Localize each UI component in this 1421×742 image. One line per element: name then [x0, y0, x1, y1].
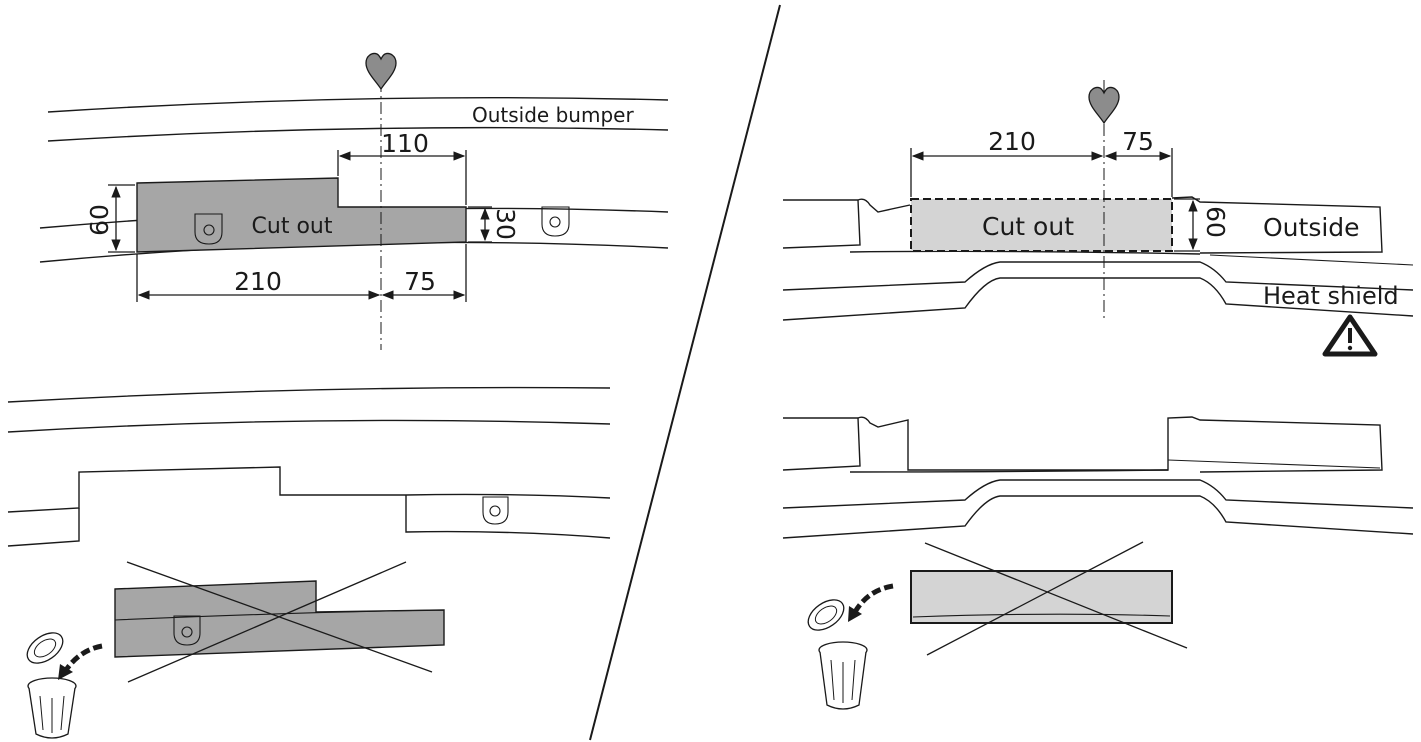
cutout-part — [136, 177, 467, 253]
clip-tab-right — [541, 206, 570, 237]
heat-shield-label: Heat shield — [1263, 282, 1399, 310]
trash-bin-icon — [26, 632, 77, 739]
right-top-section: 210 75 60 Cut out Outside Heat shield — [782, 80, 1414, 357]
cut-bumper-left — [7, 508, 80, 547]
heart-icon — [365, 52, 397, 91]
bumper-line-bottom-1 — [7, 386, 611, 403]
bumper-outer-line-1 — [47, 97, 669, 113]
clip-hole — [203, 224, 215, 236]
outside-profile-left-2 — [782, 199, 861, 249]
trash-bin-icon — [807, 599, 868, 710]
clip-hole-bottom — [489, 505, 501, 517]
bumper-line-bottom-2 — [7, 419, 611, 433]
dimension-75-label: 75 — [404, 267, 436, 296]
dimension-210-right-label: 210 — [988, 127, 1036, 156]
heart-icon — [1088, 86, 1120, 125]
dimension-60-label: 60 — [85, 204, 114, 236]
cut-bumper-right — [405, 495, 611, 539]
cut-profile-left — [782, 417, 861, 471]
dimension-210-label: 210 — [234, 267, 282, 296]
heat-shield-line-2 — [782, 277, 1414, 321]
outside-profile-left — [783, 198, 911, 213]
removed-clip-hole — [181, 626, 193, 638]
outside-bumper-label: Outside bumper — [472, 103, 634, 127]
heat-shield-lower-2 — [782, 495, 1414, 539]
outside-profile-right — [1171, 196, 1383, 254]
heat-shield-line-1 — [782, 261, 1414, 291]
warning-icon — [1322, 314, 1378, 357]
clip-tab-bottom — [482, 496, 509, 525]
heat-shield-edge — [1209, 254, 1414, 266]
clip-hole-right — [549, 216, 561, 228]
panel-divider — [589, 4, 781, 741]
right-bottom-section — [782, 416, 1414, 710]
cut-profile-edge — [1167, 459, 1381, 469]
dimension-110-label: 110 — [381, 129, 429, 158]
removed-part — [114, 580, 445, 658]
removed-piece-line — [912, 613, 1171, 618]
cross-out-mark — [924, 541, 1188, 656]
cut-out-label-right: Cut out — [982, 212, 1074, 241]
cross-out-mark — [126, 561, 433, 683]
left-top-section: 110 60 30 210 75 Outside bumper Cut out — [39, 52, 669, 350]
arrow-icon — [852, 583, 894, 614]
cut-out-label: Cut out — [252, 214, 333, 239]
cut-profile-base — [849, 469, 1169, 473]
removed-clip-tab — [173, 615, 201, 646]
left-bottom-section — [7, 386, 611, 739]
clip-tab — [194, 213, 223, 245]
outside-label: Outside — [1263, 213, 1360, 242]
dimension-75-right-label: 75 — [1122, 127, 1154, 156]
removed-part-line — [114, 609, 445, 621]
cut-bumper-edge — [7, 466, 611, 513]
dimension-30-label: 30 — [491, 208, 520, 240]
heat-shield-lower-1 — [782, 479, 1414, 509]
cut-out-area — [910, 198, 1173, 252]
dimension-60-right-label: 60 — [1201, 206, 1230, 238]
bumper-outer-line-2 — [47, 126, 669, 142]
arrow-icon — [63, 643, 103, 672]
cut-profile — [783, 416, 1383, 473]
